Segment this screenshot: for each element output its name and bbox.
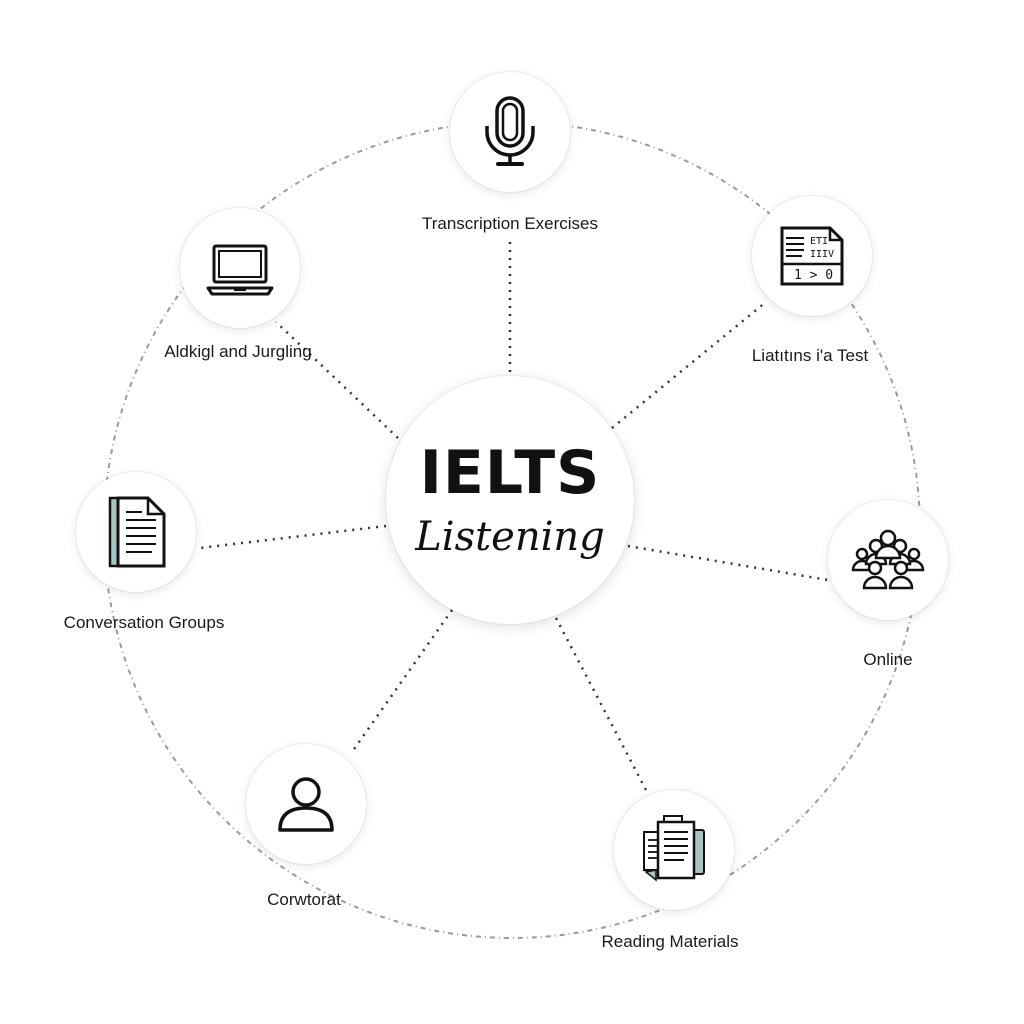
spoke-test (611, 301, 767, 429)
label-reading-materials: Reading Materials (601, 932, 739, 951)
node-conversation-groups (76, 472, 196, 592)
center-title: IELTS (419, 438, 601, 508)
test-sheet-icon: ETI IIIV 1 > 0 (780, 226, 844, 286)
laptop-icon (206, 244, 274, 296)
label-transcription-exercises: Transcription Exercises (421, 214, 599, 233)
node-online (828, 500, 948, 620)
node-test: ETI IIIV 1 > 0 (752, 196, 872, 316)
label-online: Online (863, 650, 913, 669)
label-aldkigl-and-jurgling: Aldkigl and Jurgling (164, 342, 312, 361)
test-icon-line1: ETI (810, 236, 828, 247)
node-aldkigl-and-jurgling (180, 208, 300, 328)
node-transcription-exercises (450, 72, 570, 192)
notebook-icon (108, 496, 166, 568)
documents-stack-icon (643, 815, 705, 882)
microphone-icon (485, 96, 535, 166)
label-conversation-groups: Conversation Groups (63, 613, 225, 632)
center-subtitle: Listening (415, 514, 605, 560)
spoke-aldkigl (275, 321, 399, 439)
spoke-reading (554, 617, 648, 791)
label-corwtorat: Corwtorat (267, 890, 341, 909)
test-icon-line3: 1 > 0 (794, 268, 833, 283)
spoke-online (627, 544, 829, 582)
label-test: Liatıtıns i'a Test (751, 346, 869, 365)
node-reading-materials (614, 790, 734, 910)
center-node: IELTS Listening (386, 376, 634, 624)
spoke-corwtorat (350, 609, 454, 753)
test-icon-line2: IIIV (810, 249, 834, 260)
node-corwtorat (246, 744, 366, 864)
person-icon (278, 777, 334, 832)
group-people-icon (851, 529, 925, 590)
spoke-conversation (199, 524, 387, 550)
